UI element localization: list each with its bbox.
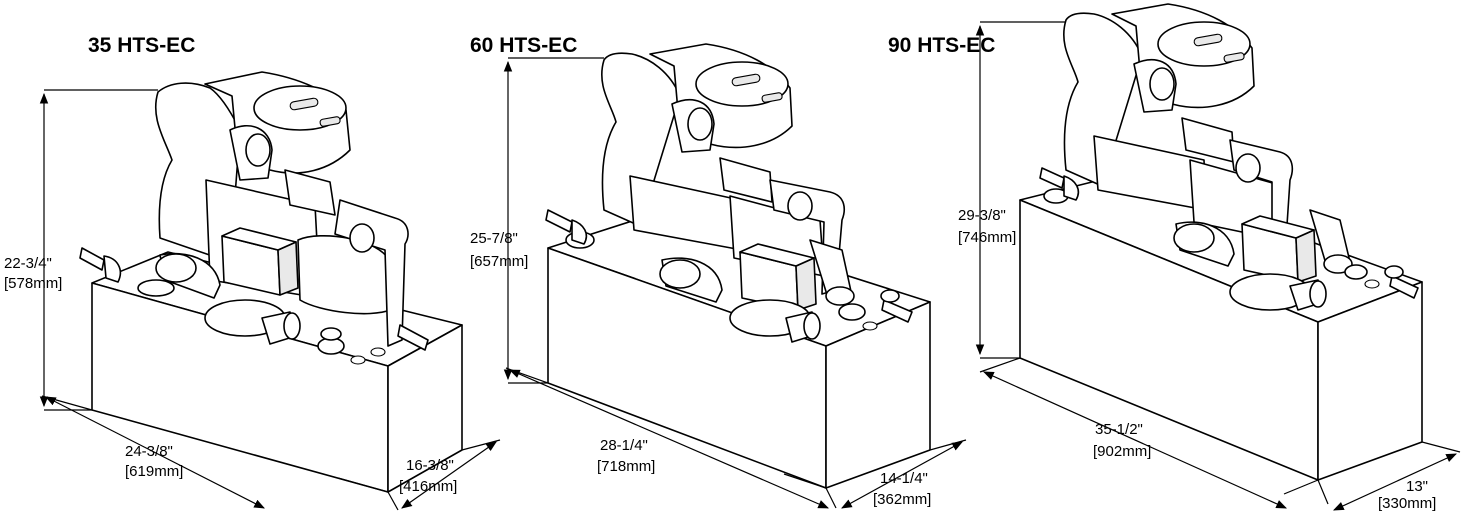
height-inches: 29-3/8" — [958, 207, 1006, 224]
width-mm: [362mm] — [873, 491, 931, 508]
length-inches: 28-1/4" — [600, 437, 648, 454]
height-mm: [578mm] — [4, 275, 62, 292]
width-inches: 14-1/4" — [880, 470, 928, 487]
length-mm: [619mm] — [125, 463, 183, 480]
model-title: 35 HTS-EC — [88, 34, 195, 57]
width-dimension: 14-1/4" [362mm] — [825, 439, 967, 509]
pump-assembly — [1039, 3, 1419, 311]
length-mm: [718mm] — [597, 458, 655, 475]
pump-assembly — [545, 43, 913, 343]
height-mm: [746mm] — [958, 229, 1016, 246]
length-inches: 35-1/2" — [1095, 421, 1143, 438]
unit-60-hts-ec: 60 HTS-EC — [470, 34, 967, 509]
width-inches: 13" — [1406, 478, 1428, 495]
length-mm: [902mm] — [1093, 443, 1151, 460]
width-dimension: 13" [330mm] — [1317, 441, 1461, 512]
model-title: 60 HTS-EC — [470, 34, 577, 57]
length-inches: 24-3/8" — [125, 443, 173, 460]
height-dimension: 29-3/8" [746mm] — [958, 21, 1066, 359]
height-mm: [657mm] — [470, 253, 528, 270]
height-inches: 22-3/4" — [4, 255, 52, 272]
pump-assembly — [79, 71, 429, 365]
length-dimension: 24-3/8" [619mm] — [41, 395, 389, 509]
unit-90-hts-ec: 90 HTS-EC — [888, 3, 1461, 512]
width-inches: 16-3/8" — [406, 457, 454, 474]
length-dimension: 28-1/4" [718mm] — [505, 367, 829, 509]
height-inches: 25-7/8" — [470, 230, 518, 247]
length-dimension: 35-1/2" [902mm] — [979, 357, 1319, 509]
model-title: 90 HTS-EC — [888, 34, 995, 57]
width-mm: [416mm] — [399, 478, 457, 495]
width-mm: [330mm] — [1378, 495, 1436, 512]
width-dimension: 16-3/8" [416mm] — [387, 439, 501, 511]
unit-35-hts-ec: 35 HTS-EC — [4, 34, 501, 511]
